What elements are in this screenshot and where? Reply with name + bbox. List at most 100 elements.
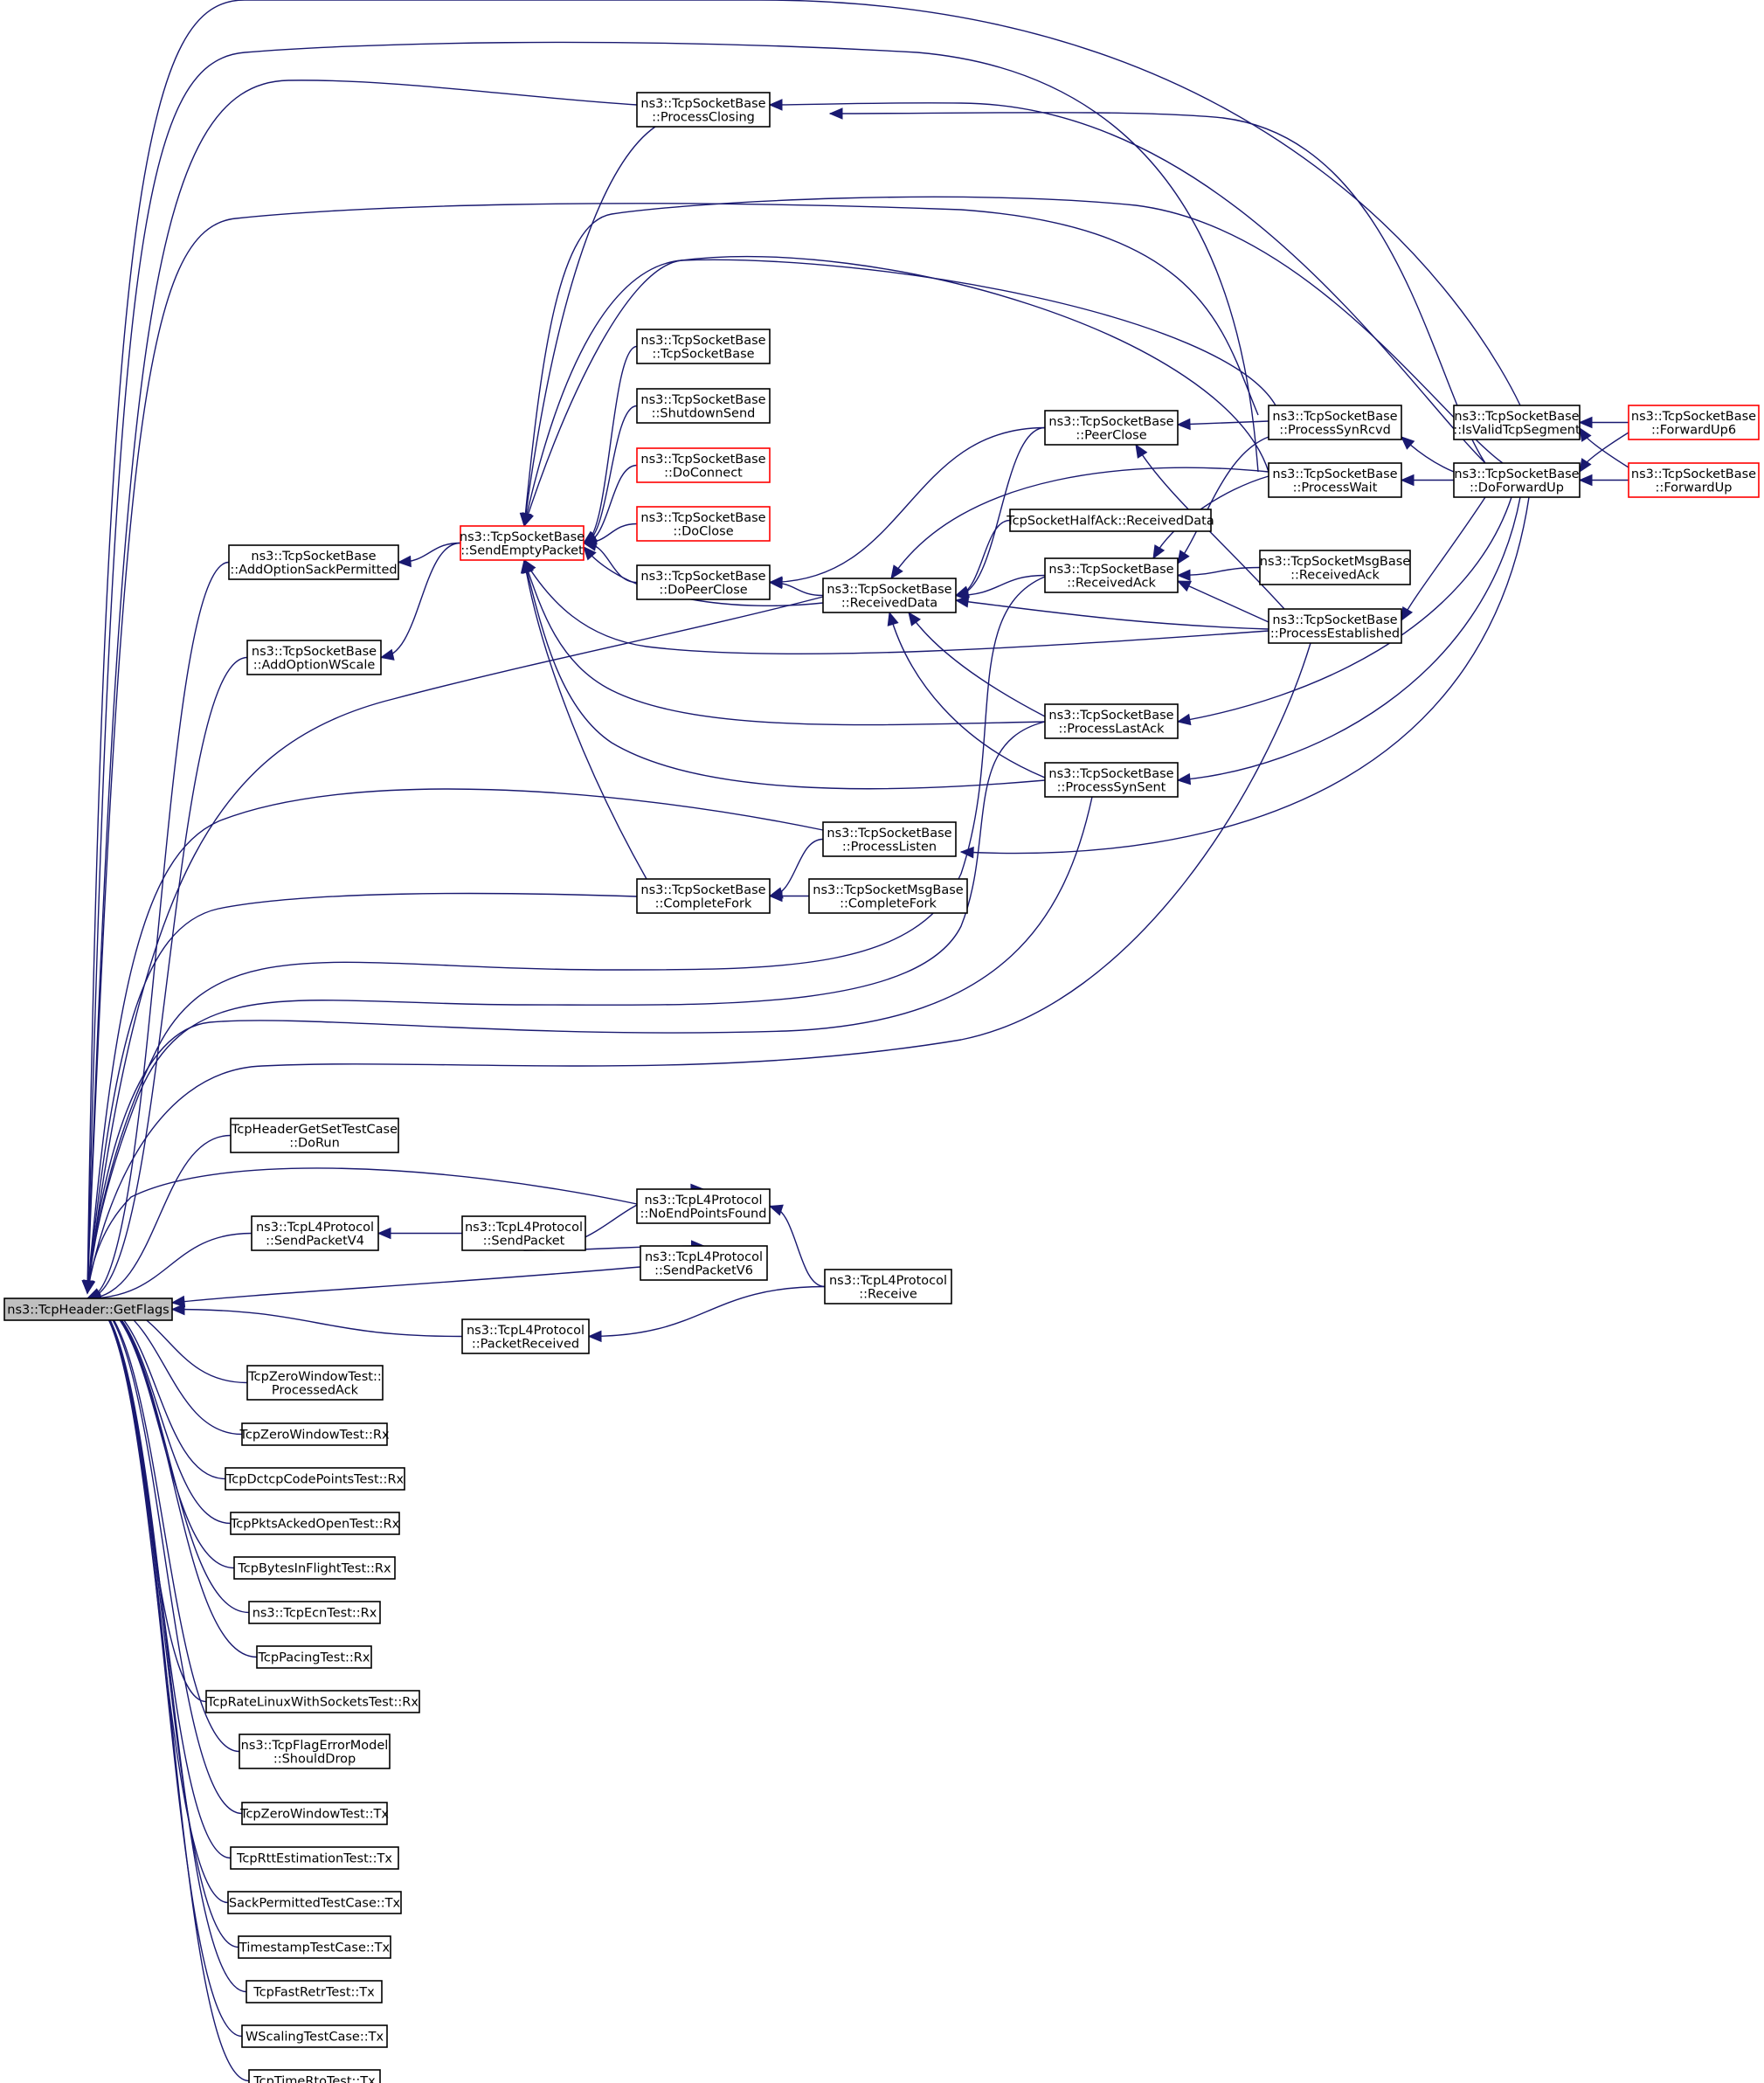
node-timertotx[interactable]: TcpTimeRtoTest::Tx bbox=[248, 2069, 381, 2083]
node-doclose[interactable]: ns3::TcpSocketBase::DoClose bbox=[636, 506, 771, 542]
node-label: TcpPktsAckedOpenTest::Rx bbox=[230, 1518, 400, 1532]
node-shutdownsend[interactable]: ns3::TcpSocketBase::ShutdownSend bbox=[636, 388, 771, 424]
node-pacingrx[interactable]: TcpPacingTest::Rx bbox=[256, 1645, 372, 1669]
node-box bbox=[1268, 405, 1402, 440]
node-zwprocessedack[interactable]: TcpZeroWindowTest::ProcessedAck bbox=[246, 1365, 384, 1401]
node-box bbox=[461, 1318, 590, 1354]
node-proclosing[interactable]: ns3::TcpSocketBase::ProcessClosing bbox=[636, 92, 771, 128]
node-completefork[interactable]: ns3::TcpSocketBase::CompleteFork bbox=[636, 878, 771, 914]
node-label: ::ProcessWait bbox=[1293, 481, 1378, 495]
node-zwrx[interactable]: TcpZeroWindowTest::Rx bbox=[239, 1422, 390, 1446]
node-label: ::ProcessListen bbox=[842, 840, 937, 854]
node-forwardup[interactable]: ns3::TcpSocketBase::ForwardUp bbox=[1628, 462, 1760, 498]
edge-arrowhead bbox=[1579, 426, 1592, 442]
node-box bbox=[1009, 509, 1212, 532]
node-label: ::AddOptionSackPermitted bbox=[230, 563, 397, 577]
node-label: ns3::TcpSocketBase bbox=[252, 645, 377, 659]
edge-receivedack-to-receiveddata bbox=[955, 574, 1046, 597]
edge-isvalidseg-to-getflags bbox=[86, 0, 1521, 1294]
node-sendpacketv6[interactable]: ns3::TcpL4Protocol::SendPacketV6 bbox=[640, 1245, 768, 1281]
edge-proclosing-to-sendempty bbox=[523, 126, 656, 527]
edge-doforwardup-to-processlisten bbox=[960, 496, 1530, 855]
node-headertest[interactable]: TcpHeaderGetSetTestCase::DoRun bbox=[230, 1118, 399, 1153]
node-addoptwscale[interactable]: ns3::TcpSocketBase::AddOptionWScale bbox=[246, 640, 382, 675]
node-processlisten[interactable]: ns3::TcpSocketBase::ProcessListen bbox=[822, 821, 957, 857]
node-sendpacketv4[interactable]: ns3::TcpL4Protocol::SendPacketV4 bbox=[251, 1215, 379, 1251]
node-ecnrx[interactable]: ns3::TcpEcnTest::Rx bbox=[248, 1601, 381, 1624]
node-label: TcpHeaderGetSetTestCase bbox=[231, 1123, 398, 1137]
node-receivedack[interactable]: ns3::TcpSocketBase::ReceivedAck bbox=[1044, 557, 1179, 593]
node-label: ns3::TcpSocketBase bbox=[1272, 467, 1397, 481]
node-doconnect[interactable]: ns3::TcpSocketBase::DoConnect bbox=[636, 447, 771, 483]
node-label: ::DoRun bbox=[289, 1136, 340, 1150]
node-box bbox=[246, 1365, 384, 1401]
node-pktsackedrx[interactable]: TcpPktsAckedOpenTest::Rx bbox=[230, 1512, 400, 1535]
node-box bbox=[228, 544, 399, 580]
edge-arrowhead bbox=[1152, 544, 1166, 560]
node-label: ns3::TcpL4Protocol bbox=[644, 1194, 762, 1208]
edge-tcpsocketbase-to-sendempty bbox=[583, 345, 638, 544]
node-noendpoints[interactable]: ns3::TcpL4Protocol::NoEndPointsFound bbox=[636, 1188, 771, 1224]
edge-arrowhead bbox=[1135, 443, 1148, 459]
node-label: ns3::TcpL4Protocol bbox=[465, 1221, 583, 1235]
edge-processestablished-to-receivedack bbox=[1177, 580, 1269, 623]
node-box bbox=[636, 1188, 771, 1224]
node-processestablished[interactable]: ns3::TcpSocketBase::ProcessEstablished bbox=[1268, 608, 1402, 644]
edge-arrowhead bbox=[890, 564, 903, 580]
node-processwait[interactable]: ns3::TcpSocketBase::ProcessWait bbox=[1268, 462, 1402, 498]
node-processsynrcvd[interactable]: ns3::TcpSocketBase::ProcessSynRcvd bbox=[1268, 405, 1402, 440]
node-sacktx[interactable]: SackPermittedTestCase::Tx bbox=[227, 1891, 402, 1914]
node-processsynsent[interactable]: ns3::TcpSocketBase::ProcessSynSent bbox=[1044, 762, 1179, 798]
node-sendpacket[interactable]: ns3::TcpL4Protocol::SendPacket bbox=[461, 1215, 586, 1251]
node-addoptsack[interactable]: ns3::TcpSocketBase::AddOptionSackPermitt… bbox=[228, 544, 399, 580]
node-box bbox=[248, 1601, 381, 1624]
edge-processlastack-to-sendempty bbox=[523, 559, 1046, 726]
edge-zwtx-to-getflags bbox=[86, 1298, 243, 1815]
node-label: ::ReceivedAck bbox=[1290, 568, 1380, 582]
node-timestamptx[interactable]: TimestampTestCase::Tx bbox=[238, 1935, 391, 1959]
node-peerclose[interactable]: ns3::TcpSocketBase::PeerClose bbox=[1044, 410, 1179, 446]
node-label: ::ProcessLastAck bbox=[1058, 722, 1165, 736]
node-msgcompletefork[interactable]: ns3::TcpSocketMsgBase::CompleteFork bbox=[808, 878, 968, 914]
node-doforwardup[interactable]: ns3::TcpSocketBase::DoForwardUp bbox=[1453, 462, 1581, 498]
node-label: TcpDctcpCodePointsTest::Rx bbox=[225, 1473, 405, 1487]
node-label: ns3::TcpSocketBase bbox=[640, 570, 765, 584]
edge-addoptsack-to-getflags bbox=[86, 561, 230, 1299]
node-box bbox=[225, 1467, 405, 1491]
node-box bbox=[636, 329, 771, 364]
node-box bbox=[239, 1734, 391, 1769]
node-box bbox=[246, 640, 382, 675]
edge-arrowhead bbox=[379, 648, 395, 661]
node-box bbox=[636, 506, 771, 542]
node-msgreceivedack[interactable]: ns3::TcpSocketMsgBase::ReceivedAck bbox=[1259, 550, 1411, 585]
node-fastretrtx[interactable]: TcpFastRetrTest::Tx bbox=[246, 1980, 383, 2003]
node-label: TcpZeroWindowTest:: bbox=[247, 1370, 381, 1384]
node-rtttx[interactable]: TcpRttEstimationTest::Tx bbox=[230, 1846, 399, 1870]
node-packetreceived[interactable]: ns3::TcpL4Protocol::PacketReceived bbox=[461, 1318, 590, 1354]
edge-dopeerclose-to-sendempty bbox=[583, 542, 638, 584]
node-forwardup6[interactable]: ns3::TcpSocketBase::ForwardUp6 bbox=[1628, 405, 1760, 440]
node-halfack[interactable]: TcpSocketHalfAck::ReceivedData bbox=[1006, 509, 1214, 532]
node-label: WScalingTestCase::Tx bbox=[246, 2031, 384, 2045]
node-receiveddata[interactable]: ns3::TcpSocketBase::ReceivedData bbox=[822, 578, 957, 613]
node-box bbox=[248, 2069, 381, 2083]
edge-arrowhead bbox=[1578, 474, 1593, 487]
node-dopeerclose[interactable]: ns3::TcpSocketBase::DoPeerClose bbox=[636, 564, 771, 600]
edge-arrowhead bbox=[908, 611, 922, 626]
node-flagerror[interactable]: ns3::TcpFlagErrorModel::ShouldDrop bbox=[239, 1734, 391, 1769]
node-label: TcpPacingTest::Rx bbox=[258, 1651, 370, 1665]
node-processlastack[interactable]: ns3::TcpSocketBase::ProcessLastAck bbox=[1044, 703, 1179, 739]
node-tcpsocketbase[interactable]: ns3::TcpSocketBase::TcpSocketBase bbox=[636, 329, 771, 364]
node-label: ns3::TcpEcnTest::Rx bbox=[252, 1607, 377, 1621]
node-label: ::SendPacket bbox=[483, 1234, 565, 1248]
node-ratelinuxrx[interactable]: TcpRateLinuxWithSocketsTest::Rx bbox=[205, 1690, 420, 1713]
node-isvalidseg[interactable]: ns3::TcpSocketBase::IsValidTcpSegment bbox=[1453, 405, 1581, 440]
node-l4receive[interactable]: ns3::TcpL4Protocol::Receive bbox=[824, 1269, 952, 1304]
node-sendempty[interactable]: ns3::TcpSocketBase::SendEmptyPacket bbox=[460, 525, 585, 561]
node-getflags[interactable]: ns3::TcpHeader::GetFlags bbox=[3, 1298, 173, 1321]
node-zwtx[interactable]: TcpZeroWindowTest::Tx bbox=[239, 1802, 389, 1825]
node-bytesinflightrx[interactable]: TcpBytesInFlightTest::Rx bbox=[233, 1556, 396, 1580]
node-wscalingtx[interactable]: WScalingTestCase::Tx bbox=[241, 2024, 388, 2048]
node-box bbox=[636, 388, 771, 424]
node-dctcprx[interactable]: TcpDctcpCodePointsTest::Rx bbox=[225, 1467, 405, 1491]
